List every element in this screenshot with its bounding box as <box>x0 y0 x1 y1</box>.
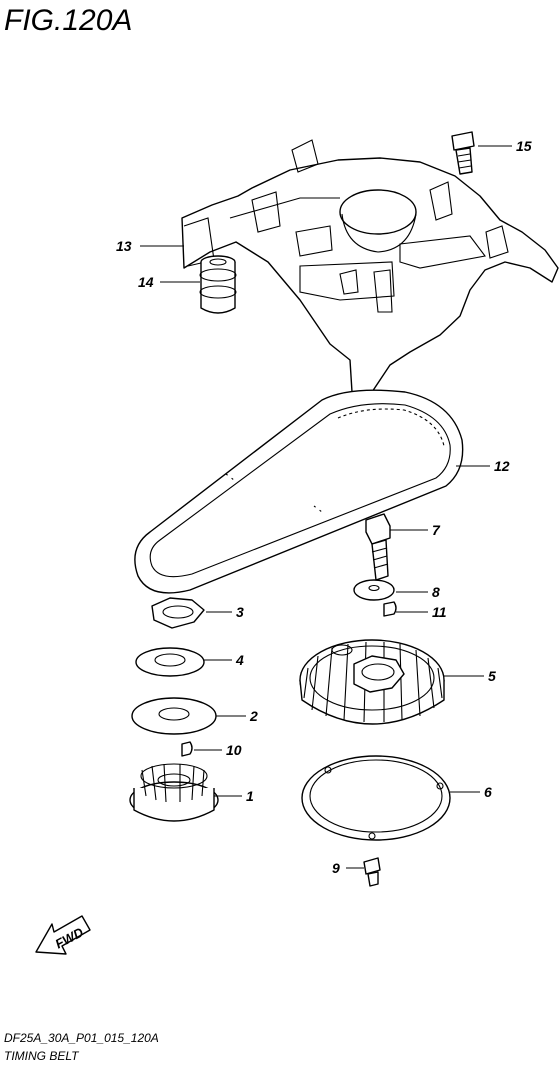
part-1-crank-pulley <box>129 763 219 822</box>
callout-12: 12 <box>494 458 510 474</box>
figure-subtitle: TIMING BELT <box>4 1049 80 1063</box>
part-13-belt-cover <box>181 139 559 393</box>
callout-14: 14 <box>138 274 154 290</box>
callout-15: 15 <box>516 138 532 154</box>
callout-2: 2 <box>249 708 258 724</box>
part-2-plate <box>131 697 217 735</box>
fwd-arrow: FWD <box>35 915 91 955</box>
part-6-plate-ring <box>301 755 451 841</box>
callout-7: 7 <box>432 522 441 538</box>
part-15-bolt <box>451 131 475 175</box>
callout-9: 9 <box>332 860 340 876</box>
callout-11: 11 <box>432 604 447 620</box>
callout-8: 8 <box>432 584 440 600</box>
part-4-washer <box>135 647 205 677</box>
part-5-camshaft-pulley <box>299 639 445 725</box>
figure-code: DF25A_30A_P01_015_120A <box>4 1031 159 1045</box>
part-7-bolt <box>365 513 391 581</box>
forward-arrow-icon <box>35 915 91 955</box>
callout-10: 10 <box>226 742 242 758</box>
part-11-key <box>383 601 397 617</box>
part-12-timing-belt <box>134 389 464 594</box>
part-10-key <box>181 741 193 757</box>
callout-13: 13 <box>116 238 132 254</box>
part-3-nut <box>151 597 205 629</box>
callout-5: 5 <box>488 668 496 684</box>
callout-6: 6 <box>484 784 492 800</box>
part-14-grommet <box>199 255 237 314</box>
callouts: 15 13 14 12 7 8 11 3 4 2 10 1 5 6 9 <box>116 138 532 876</box>
callout-3: 3 <box>236 604 244 620</box>
callout-4: 4 <box>235 652 244 668</box>
part-9-screw <box>363 857 381 887</box>
figure-title: FIG.120A <box>4 4 132 37</box>
callout-1: 1 <box>246 788 254 804</box>
leader-lines <box>140 145 512 869</box>
part-8-washer <box>353 579 395 601</box>
